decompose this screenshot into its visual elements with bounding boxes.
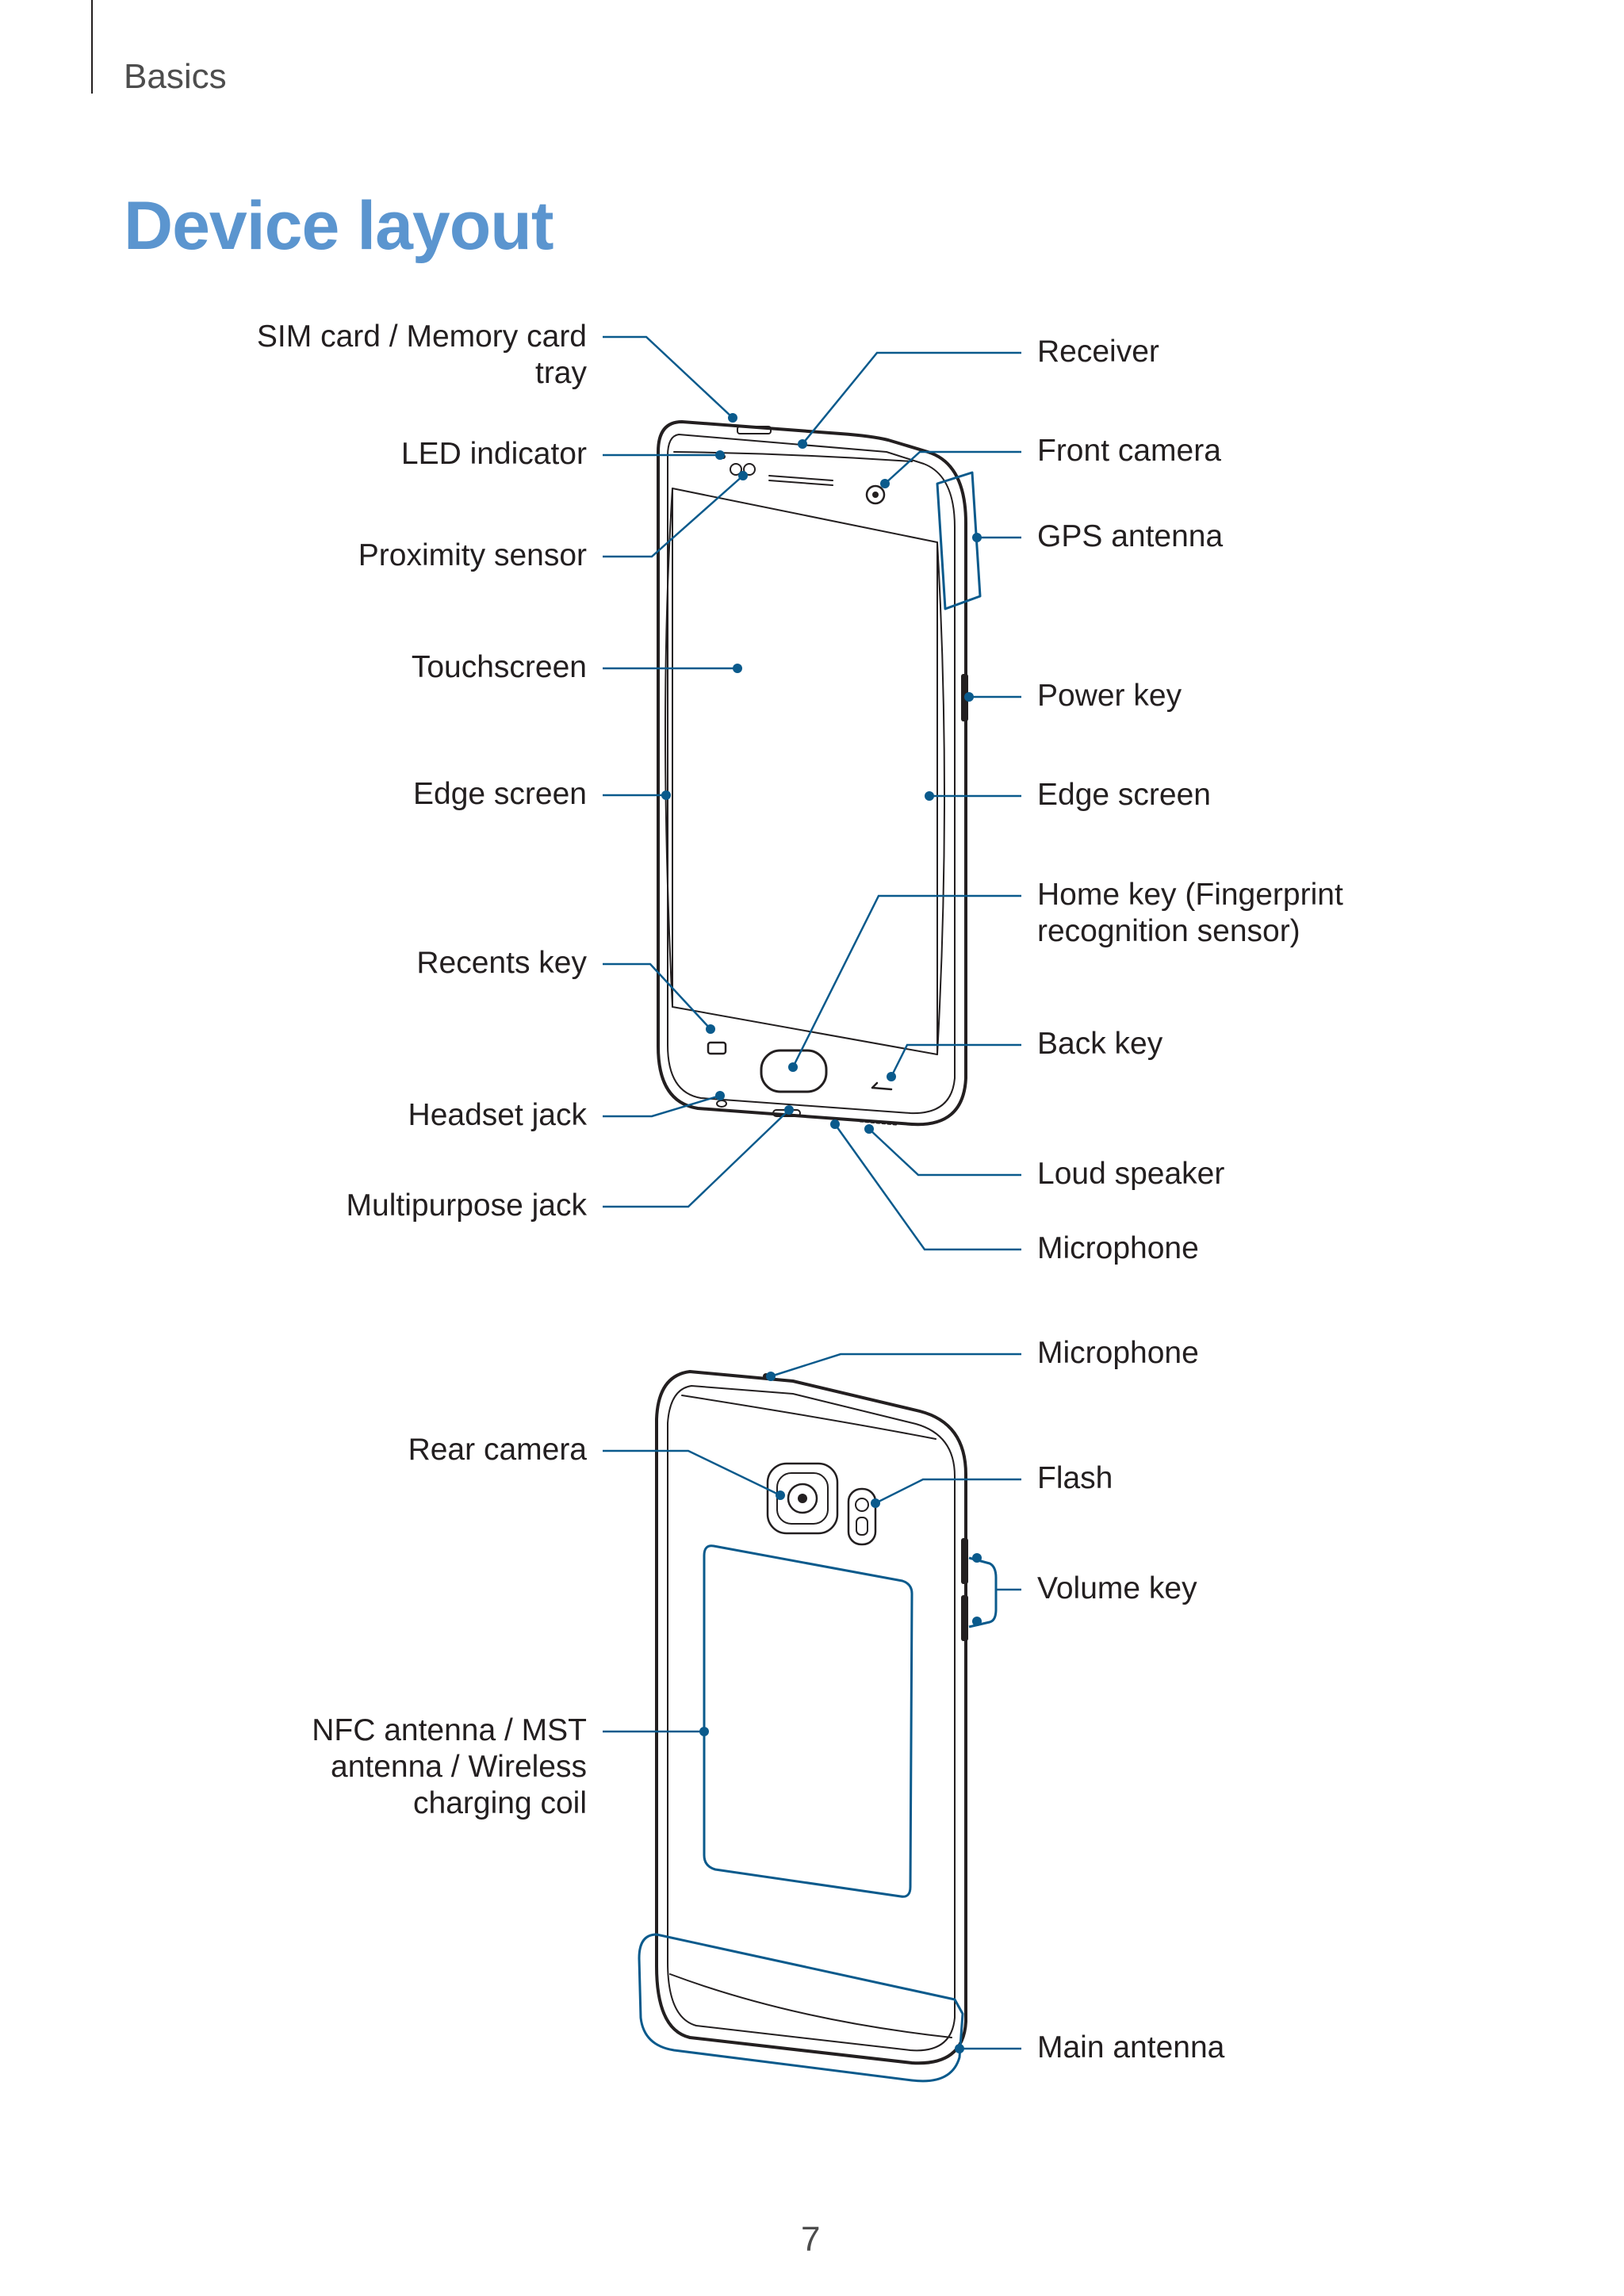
front-phone-top-edge <box>673 451 913 462</box>
nfc-coil-outline <box>703 1544 914 1898</box>
callout-outlines <box>638 471 998 2083</box>
label-rear-camera: Rear camera <box>408 1433 587 1467</box>
rear-camera-lens <box>787 1483 818 1514</box>
page-title: Device layout <box>124 188 553 264</box>
leader-multipurpose <box>603 1109 790 1208</box>
front-phone-screen <box>672 488 938 1055</box>
label-front-camera: Front camera <box>1037 434 1221 468</box>
label-headset-jack: Headset jack <box>408 1098 587 1132</box>
label-home-key: Home key (Fingerprint recognition sensor… <box>1037 878 1343 948</box>
label-nfc-antenna: NFC antenna / MST antenna / Wireless cha… <box>312 1713 587 1820</box>
flash-module <box>847 1487 877 1546</box>
headset-jack-hole <box>716 1100 727 1108</box>
leader-lines <box>603 335 1021 2050</box>
rear-top-edge <box>681 1395 936 1440</box>
label-touchscreen: Touchscreen <box>411 650 587 684</box>
volume-up-key <box>961 1538 968 1584</box>
label-loud-speaker: Loud speaker <box>1037 1157 1225 1191</box>
leader-rear-camera <box>603 1449 781 1497</box>
leader-recents <box>603 962 711 1030</box>
label-multipurpose-jack: Multipurpose jack <box>346 1188 587 1223</box>
rear-phone-body <box>655 1370 967 2065</box>
label-edge-screen-right: Edge screen <box>1037 778 1211 812</box>
edge-curve-right <box>936 541 945 1055</box>
leader-microphone-rear <box>770 1353 1021 1378</box>
label-receiver: Receiver <box>1037 335 1159 369</box>
rear-bottom-edge <box>669 1973 952 2038</box>
leader-front-camera <box>884 450 1021 484</box>
main-antenna-outline <box>638 1933 964 2083</box>
section-header: Basics <box>124 57 227 96</box>
leader-proximity <box>603 475 744 558</box>
front-phone <box>657 420 968 1127</box>
label-edge-screen-left: Edge screen <box>413 777 587 811</box>
leader-back <box>890 1043 1021 1077</box>
leader-receiver <box>802 351 1021 445</box>
label-gps-antenna: GPS antenna <box>1037 519 1224 553</box>
leader-loud-speaker <box>868 1128 1021 1177</box>
front-camera-lens <box>865 484 886 505</box>
proximity-circle-2 <box>743 463 756 476</box>
recents-key-shape <box>707 1041 727 1055</box>
rear-phone-inner <box>667 1385 956 2052</box>
back-key-shape <box>871 1081 893 1091</box>
label-microphone-rear: Microphone <box>1037 1336 1199 1370</box>
label-proximity-sensor: Proximity sensor <box>358 538 587 572</box>
proximity-circle-1 <box>730 463 742 476</box>
edge-curve-left <box>665 488 673 1008</box>
label-microphone-front: Microphone <box>1037 1231 1199 1265</box>
leader-headset <box>603 1094 721 1118</box>
leader-flash <box>875 1478 1021 1505</box>
receiver-grille <box>768 475 833 486</box>
sim-tray-slot <box>737 426 772 434</box>
volume-down-key <box>961 1595 968 1641</box>
rear-camera-module-outer <box>766 1462 839 1535</box>
label-recents-key: Recents key <box>416 946 587 980</box>
label-led-indicator: LED indicator <box>400 437 587 471</box>
leader-dots <box>661 413 982 2053</box>
header-rule <box>91 0 93 94</box>
leader-sim-tray <box>603 335 733 419</box>
label-power-key: Power key <box>1037 679 1182 713</box>
gps-antenna-outline <box>936 471 982 610</box>
volume-key-bracket <box>968 1556 998 1628</box>
label-flash: Flash <box>1037 1461 1113 1495</box>
leader-home <box>791 894 1021 1068</box>
speaker-grille <box>859 1119 898 1126</box>
label-back-key: Back key <box>1037 1027 1163 1061</box>
leader-microphone-front <box>833 1123 1021 1251</box>
home-key-shape <box>760 1049 828 1093</box>
label-main-antenna: Main antenna <box>1037 2030 1225 2064</box>
label-sim-tray: SIM card / Memory card tray <box>256 320 587 390</box>
front-phone-body <box>657 420 967 1127</box>
page-number: 7 <box>801 2220 821 2259</box>
label-volume-key: Volume key <box>1037 1571 1197 1605</box>
